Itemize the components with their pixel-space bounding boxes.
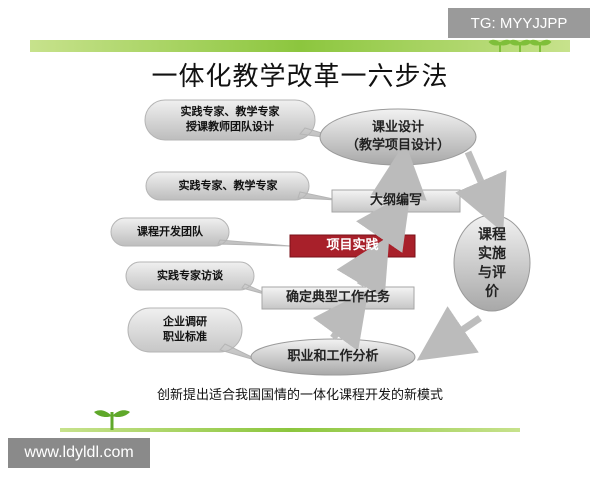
bubble-shapes <box>110 99 346 363</box>
bubble-3 <box>110 217 291 247</box>
project-box-label: 项目实践 <box>326 238 379 254</box>
sprout-icons-top <box>488 39 552 52</box>
bottom-green-bar <box>60 428 520 432</box>
bottom-ellipse-label: 职业和工作分析 <box>287 349 379 365</box>
bubble-3-text: 课程开发团队 <box>137 224 203 238</box>
top-ellipse-label: 课业设计 （教学项目设计） <box>345 120 450 153</box>
watermark-bottom-left: www.ldyldl.com <box>8 438 150 468</box>
sprout-icon-bottom <box>94 410 130 430</box>
bubble-5 <box>127 307 263 363</box>
bubble-2-text: 实践专家、教学专家 <box>178 178 278 192</box>
diagram-caption: 创新提出适合我国国情的一体化课程开发的新模式 <box>156 388 443 403</box>
tasks-box-label: 确定典型工作任务 <box>285 290 390 306</box>
bubble-4 <box>125 261 273 297</box>
bubble-5-text: 企业调研 职业标准 <box>163 315 207 343</box>
page-title: 一体化教学改革一六步法 <box>151 62 449 92</box>
top-green-bar <box>30 40 570 52</box>
watermark-top-right: TG: MYYJJPP <box>448 8 590 38</box>
outline-box-label: 大纲编写 <box>369 193 422 209</box>
bubble-2 <box>145 171 339 201</box>
side-circle-label: 课程 实施 与评 价 <box>478 227 506 300</box>
bubble-1-text: 实践专家、教学专家 授课教师团队设计 <box>180 105 280 133</box>
bubble-4-text: 实践专家访谈 <box>157 268 223 282</box>
flow-arrows <box>312 142 507 361</box>
